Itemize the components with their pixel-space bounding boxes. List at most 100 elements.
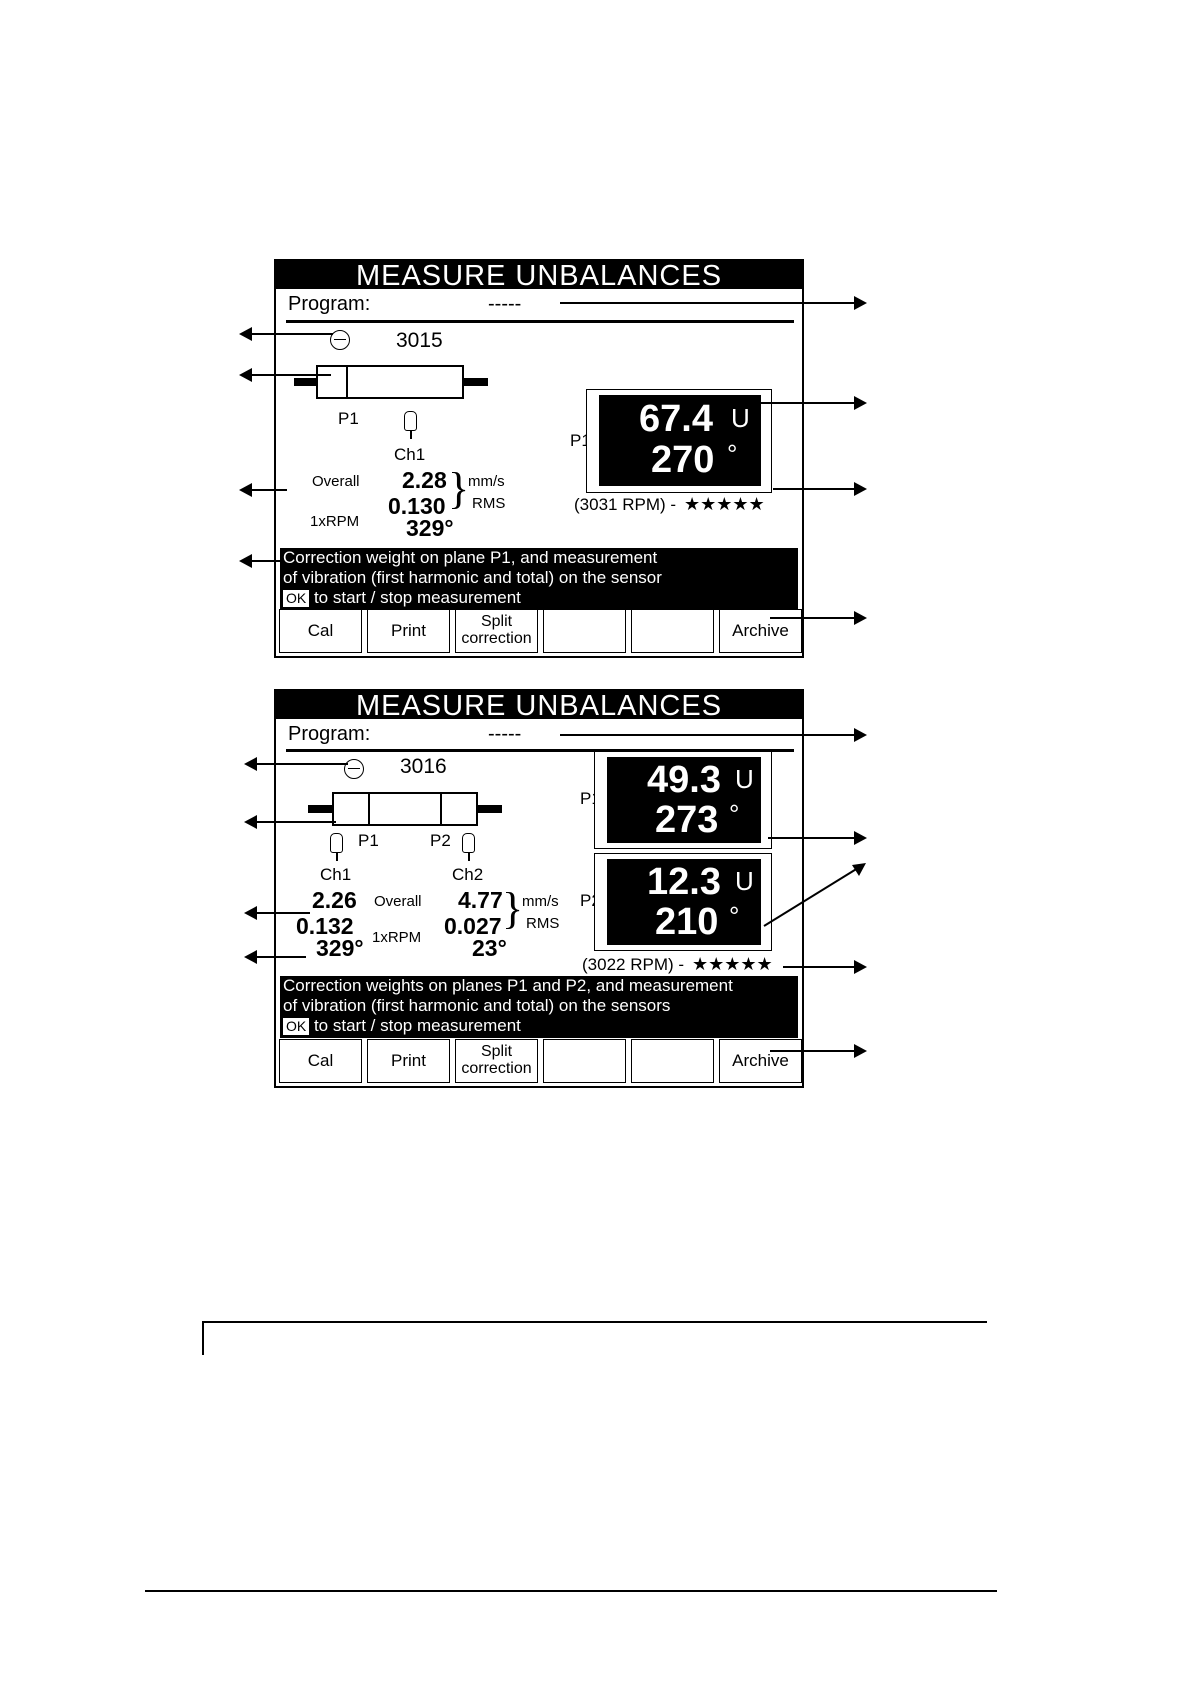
result-frame-p1: 49.3 U 273 ° — [594, 751, 772, 849]
rotor-body — [332, 792, 478, 826]
program-label: Program: — [288, 723, 371, 745]
ch1-overall-value: 2.26 — [312, 887, 357, 913]
rpm-meter-icon — [344, 759, 364, 779]
empty-softkey-4[interactable] — [543, 1039, 626, 1083]
p2-angle-unit: ° — [729, 901, 740, 931]
angle-unit: ° — [727, 439, 738, 469]
rotor-shaft-left — [294, 378, 316, 386]
empty-softkey-5[interactable] — [631, 1039, 714, 1083]
program-label: Program: — [288, 293, 371, 315]
info-bar: Correction weights on planes P1 and P2, … — [280, 976, 798, 1038]
unit-mms: mm/s — [468, 473, 505, 490]
info-line-3-text: to start / stop measurement — [309, 1016, 521, 1035]
callout-arrow — [733, 396, 867, 410]
callout-arrow — [244, 906, 310, 920]
channel-ch2-label: Ch2 — [452, 865, 484, 884]
ok-key-icon: OK — [283, 590, 310, 607]
p2-imbalance-unit: U — [735, 866, 754, 896]
rpm-value: 3016 — [400, 755, 447, 778]
program-value: ----- — [488, 723, 522, 745]
callout-arrow — [239, 327, 333, 341]
ch2-overall-value: 4.77 — [458, 887, 503, 913]
empty-softkey-4[interactable] — [543, 609, 626, 653]
overall-label: Overall — [312, 473, 360, 490]
info-line-3: OK to start / stop measurement — [283, 1016, 798, 1036]
sensor-ch1-icon — [404, 411, 417, 431]
callout-arrow — [770, 1044, 867, 1058]
callout-arrow — [773, 482, 867, 496]
header-divider — [286, 320, 794, 323]
callout-arrow — [239, 554, 283, 568]
unit-rms: RMS — [526, 915, 560, 932]
print-button[interactable]: Print — [367, 1039, 450, 1083]
callout-arrow — [239, 483, 287, 497]
bottom-rule — [145, 1590, 997, 1592]
result-display-p2: 12.3 U 210 ° — [607, 859, 761, 945]
screen-title: MEASURE UNBALANCES — [276, 261, 802, 291]
callout-arrow — [770, 611, 867, 625]
plane-p1-marker — [346, 365, 348, 399]
plane-p2-label: P2 — [430, 831, 451, 850]
imbalance-amount: 67.4 — [639, 398, 713, 440]
callout-arrow-diagonal — [763, 863, 866, 927]
harmonic-label: 1xRPM — [310, 513, 360, 530]
rotor-shaft-right — [464, 378, 488, 386]
plane-p1-label: P1 — [358, 831, 379, 850]
sensor-ch1-cable — [336, 852, 338, 861]
empty-softkey-5[interactable] — [631, 609, 714, 653]
imbalance-unit: U — [731, 403, 750, 433]
harmonic-phase: 329° — [406, 515, 454, 541]
result-frame-p1: 67.4 U 270 ° — [586, 389, 772, 493]
callout-arrow — [244, 950, 306, 964]
plane-p1-marker — [368, 792, 370, 826]
channel-ch1-label: Ch1 — [320, 865, 352, 884]
p1-imbalance-amount: 49.3 — [647, 759, 721, 801]
print-button[interactable]: Print — [367, 609, 450, 653]
sensor-ch1-cable — [410, 430, 412, 439]
program-value: ----- — [488, 293, 522, 315]
measured-rpm: (3031 RPM) - — [574, 495, 677, 514]
overall-label: Overall — [374, 893, 422, 910]
result-frame-p2: 12.3 U 210 ° — [594, 853, 772, 951]
info-bar: Correction weight on plane P1, and measu… — [280, 548, 798, 610]
ch2-harmonic-value: 0.027 — [444, 913, 502, 939]
harmonic-value: 0.130 — [388, 493, 446, 519]
measured-rpm: (3022 RPM) - — [582, 955, 685, 974]
quality-stars: ★★★★★ — [692, 954, 773, 974]
ch1-harmonic-phase: 329° — [316, 935, 364, 961]
rpm-value: 3015 — [396, 329, 443, 352]
footer-frame — [202, 1321, 987, 1355]
cal-button[interactable]: Cal — [279, 1039, 362, 1083]
result-display-p1: 67.4 U 270 ° — [599, 395, 761, 486]
p2-imbalance-angle: 210 — [655, 901, 719, 943]
sensor-ch2-cable — [468, 852, 470, 861]
info-line-1: Correction weights on planes P1 and P2, … — [283, 976, 733, 995]
archive-button[interactable]: Archive — [719, 609, 802, 653]
header-divider — [286, 749, 794, 752]
rotor-shaft-left — [308, 805, 332, 813]
p1-angle-unit: ° — [729, 799, 740, 829]
result-display-p1: 49.3 U 273 ° — [607, 757, 761, 843]
rotor-body — [316, 365, 464, 399]
imbalance-angle: 270 — [651, 439, 715, 481]
ok-key-icon: OK — [283, 1018, 310, 1035]
result-plane-label: P1 — [570, 431, 591, 450]
archive-button[interactable]: Archive — [719, 1039, 802, 1083]
info-line-3: OK to start / stop measurement — [283, 588, 798, 608]
rpm-meter-icon — [330, 330, 350, 350]
info-line-3-text: to start / stop measurement — [309, 588, 521, 607]
info-line-2: of vibration (first harmonic and total) … — [283, 996, 671, 1015]
screen-two-plane: MEASURE UNBALANCES Program: ----- 3016 P… — [274, 689, 804, 1088]
sensor-ch2-icon — [462, 833, 475, 853]
callout-arrow — [783, 960, 867, 974]
callout-arrow — [560, 728, 867, 742]
ch1-harmonic-value: 0.132 — [296, 913, 354, 939]
unit-brace: } — [502, 884, 524, 933]
callout-arrow — [768, 831, 867, 845]
plane-p2-marker — [440, 792, 442, 826]
info-line-1: Correction weight on plane P1, and measu… — [283, 548, 658, 567]
cal-button[interactable]: Cal — [279, 609, 362, 653]
p1-imbalance-unit: U — [735, 764, 754, 794]
